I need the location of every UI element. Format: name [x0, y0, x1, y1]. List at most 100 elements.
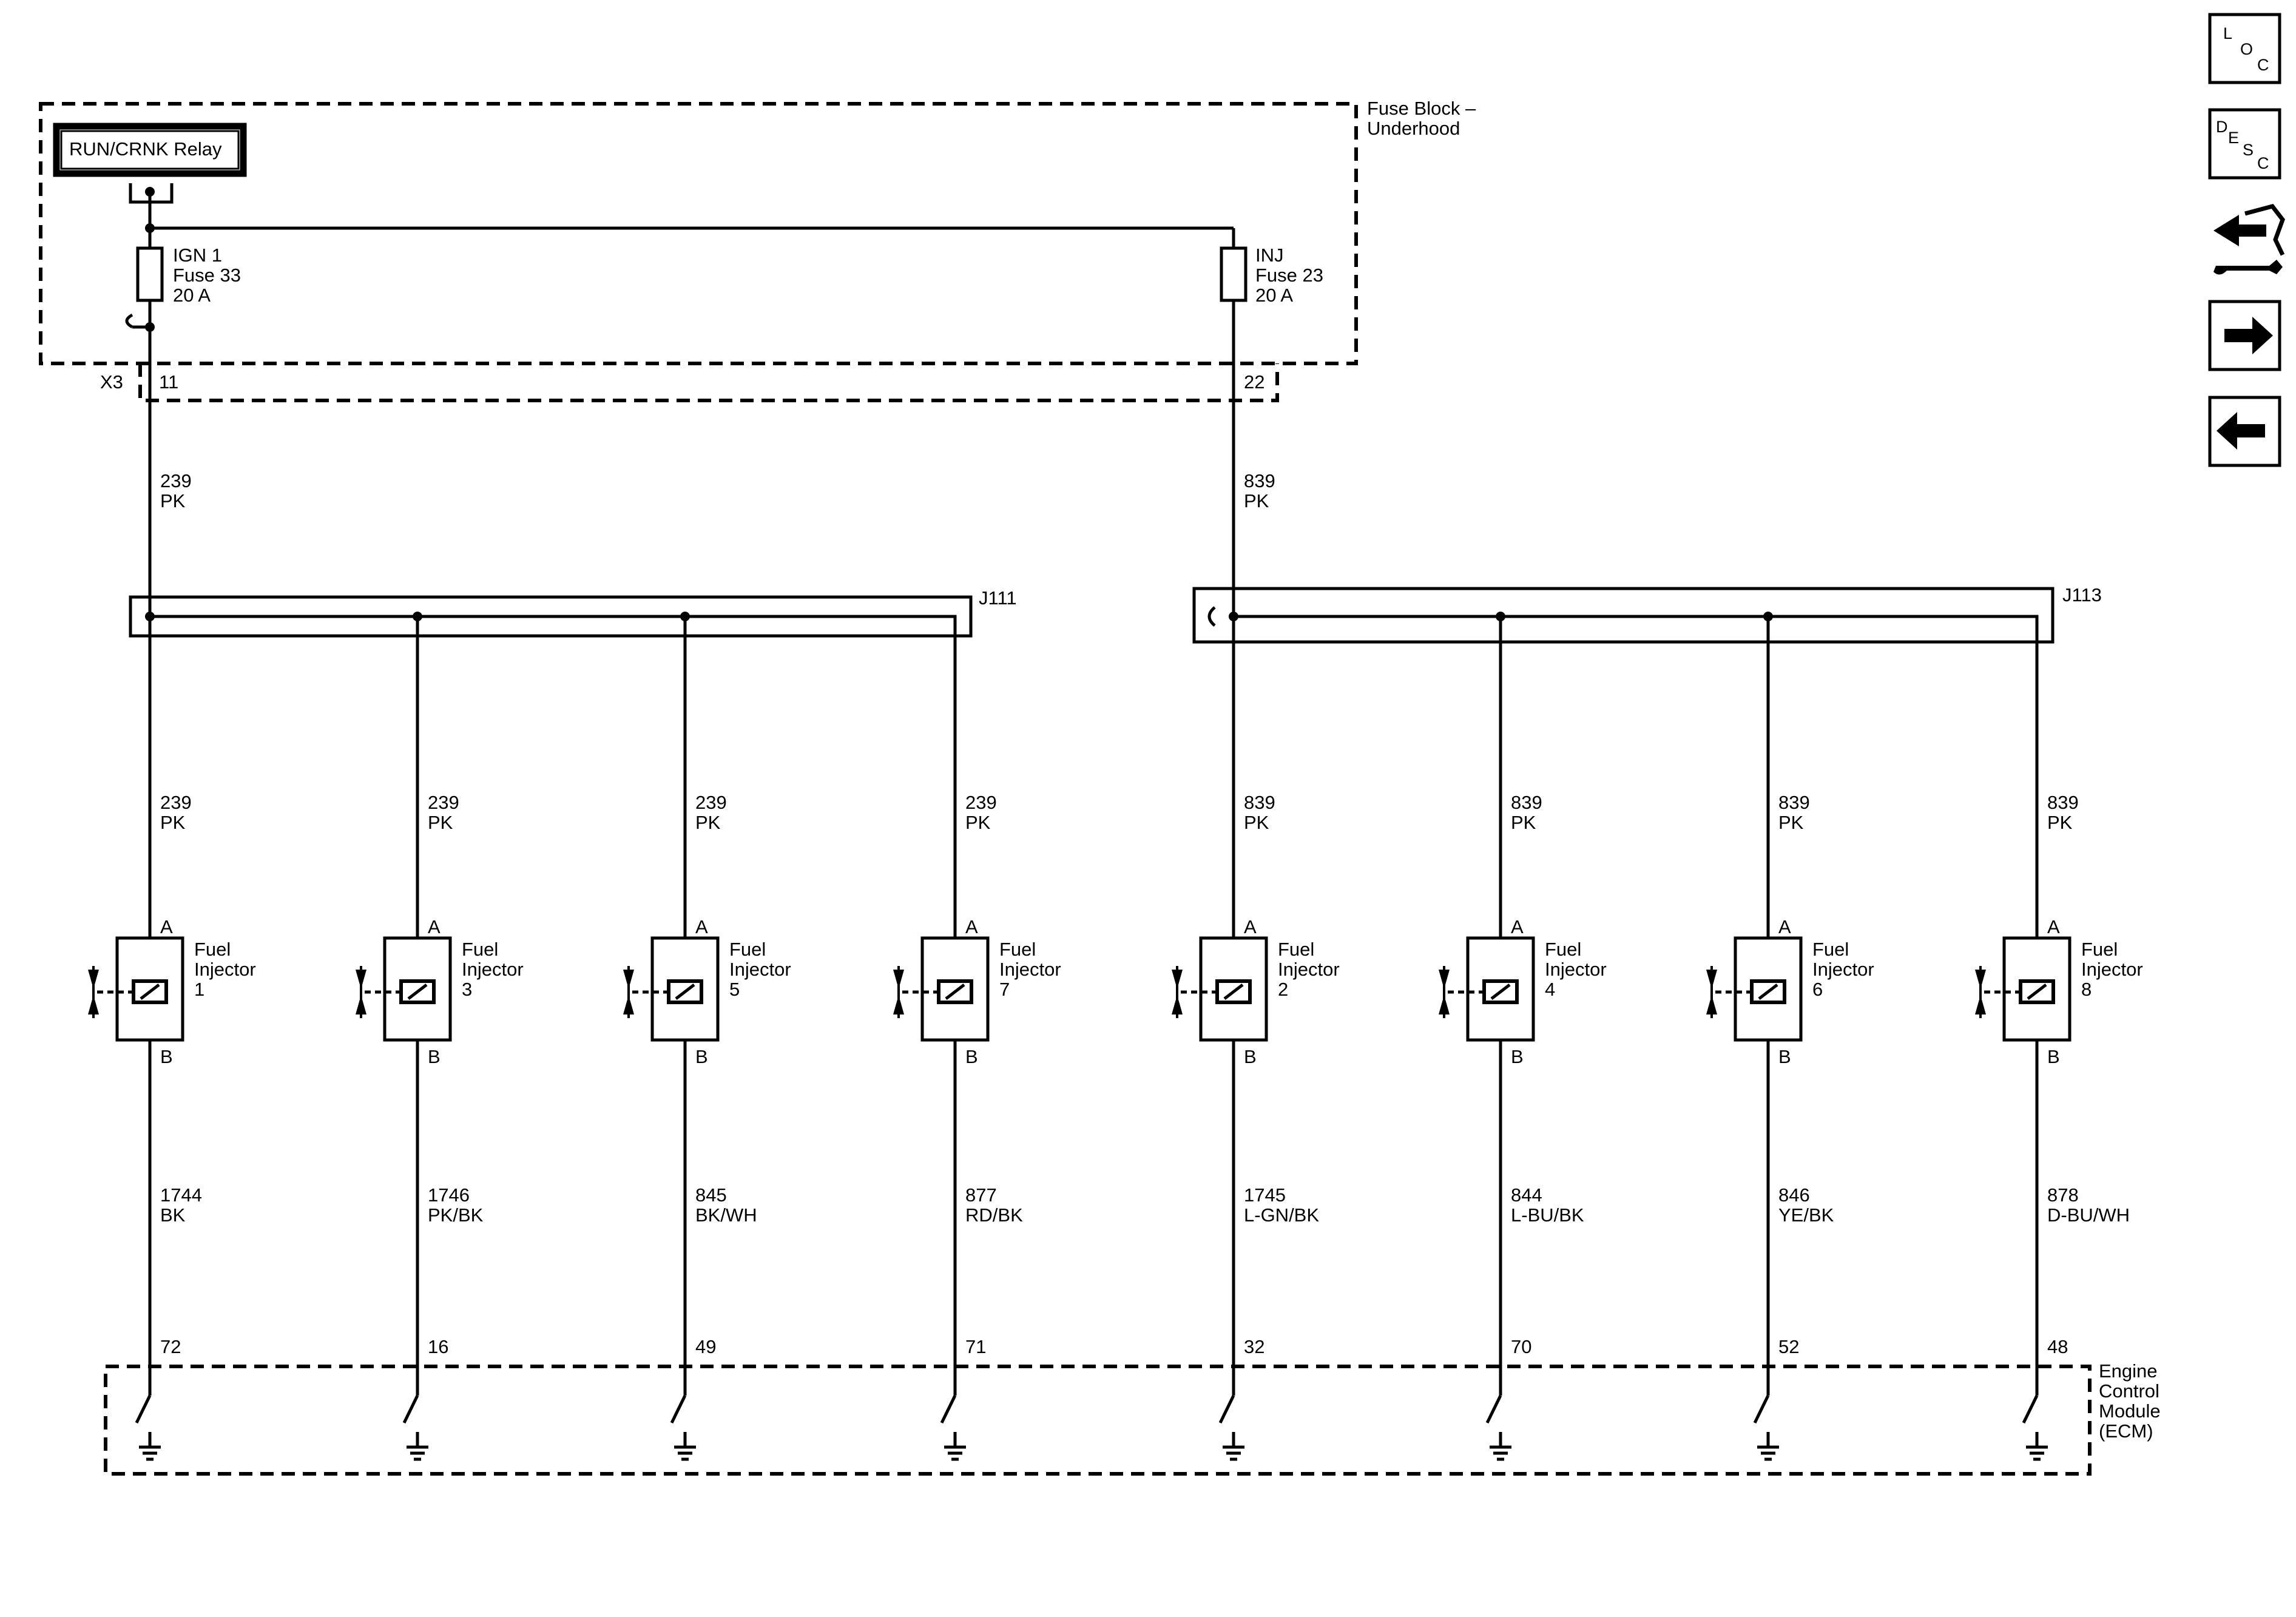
ecm-pin-number: 32: [1244, 1336, 1264, 1357]
control-circuit-number: 1746: [428, 1184, 470, 1206]
feed-circuit-number: 839: [1778, 792, 1810, 813]
circuit-239-color: PK: [160, 490, 186, 511]
injector-coil-slash: [2027, 984, 2047, 1000]
ecm-pin-number: 71: [965, 1336, 986, 1357]
feed-circuit-color: PK: [695, 812, 721, 833]
injector-pin-b: B: [1511, 1046, 1524, 1067]
loc-icon[interactable]: L O C: [2208, 13, 2281, 84]
injector-pin-a: A: [428, 916, 441, 937]
ecm-driver-switch: [940, 1394, 957, 1424]
ecm-driver-switch: [670, 1394, 687, 1424]
circuit-839-color: PK: [1244, 490, 1269, 511]
fuel-injector-label: Injector: [1812, 959, 1874, 980]
ecm-label: (ECM): [2099, 1420, 2153, 1442]
fuel-injector-number: 8: [2081, 979, 2092, 1000]
fuel-injector-label: Fuel: [1812, 939, 1849, 960]
ecm-pin-number: 70: [1511, 1336, 1531, 1357]
injector-coil-slash: [945, 984, 965, 1000]
injector-coil-slash: [1223, 984, 1244, 1000]
control-circuit-color: L-BU/BK: [1511, 1204, 1584, 1226]
splice-j113-label: J113: [2062, 584, 2102, 606]
injector-pin-a: A: [1244, 916, 1257, 937]
circuit-239-number: 239: [160, 470, 192, 491]
connector-bridge-symbol: [1207, 606, 1216, 627]
next-arrow-icon[interactable]: [2208, 300, 2281, 371]
injector-pin-a: A: [965, 916, 978, 937]
injector-pin-a: A: [1778, 916, 1791, 937]
x3-pin-22: 22: [1244, 371, 1264, 393]
ecm-pin-number: 16: [428, 1336, 448, 1357]
ecm-label: Engine: [2099, 1360, 2158, 1382]
fuel-injector-number: 7: [999, 979, 1010, 1000]
ecm-driver-switch: [1753, 1394, 1770, 1424]
connector-bridge-symbol: [125, 313, 150, 329]
splice-j113-bus: [1234, 615, 2039, 642]
feed-circuit-color: PK: [160, 812, 186, 833]
svg-text:O: O: [2240, 40, 2253, 58]
control-circuit-number: 844: [1511, 1184, 1542, 1206]
injector-pin-b: B: [428, 1046, 441, 1067]
x3-connector-label: X3: [100, 371, 123, 393]
fuel-injector-number: 3: [462, 979, 472, 1000]
ecm-pin-number: 49: [695, 1336, 716, 1357]
fuel-injector-label: Injector: [729, 959, 791, 980]
previous-arrow-icon[interactable]: [2208, 396, 2281, 467]
x3-connector-outline: [138, 363, 1279, 402]
fuel-injector-number: 1: [194, 979, 204, 1000]
control-circuit-number: 846: [1778, 1184, 1810, 1206]
splice-j111-label: J111: [979, 587, 1017, 609]
injector-columns: 239PKAFuelInjector1B1744BK72239PKAFuelIn…: [88, 616, 2143, 1461]
control-circuit-number: 877: [965, 1184, 997, 1206]
fuel-injector-number: 4: [1545, 979, 1555, 1000]
feed-circuit-number: 839: [1244, 792, 1275, 813]
fuse-23-name: INJ: [1255, 245, 1284, 266]
splice-j111-box: [129, 595, 973, 638]
injector-pin-a: A: [160, 916, 173, 937]
feed-circuit-number: 239: [160, 792, 192, 813]
desc-icon[interactable]: D E S C: [2208, 108, 2281, 180]
feed-circuit-color: PK: [1244, 812, 1269, 833]
run-crnk-relay-box: [53, 123, 247, 177]
feed-circuit-number: 839: [2047, 792, 2079, 813]
fuel-injector-label: Fuel: [194, 939, 231, 960]
feed-circuit-number: 239: [695, 792, 727, 813]
fuel-injector-label: Fuel: [1545, 939, 1581, 960]
feed-circuit-color: PK: [1778, 812, 1804, 833]
fuse-33-number: Fuse 33: [173, 265, 241, 286]
injector-coil-slash: [675, 984, 695, 1000]
feed-circuit-color: PK: [2047, 812, 2073, 833]
ecm-label: Module: [2099, 1400, 2161, 1422]
control-circuit-number: 1744: [160, 1184, 202, 1206]
svg-text:E: E: [2228, 129, 2239, 147]
control-circuit-number: 845: [695, 1184, 727, 1206]
injector-coil: [1750, 979, 1786, 1004]
fuse-33-rating: 20 A: [173, 285, 211, 306]
control-circuit-number: 878: [2047, 1184, 2079, 1206]
fuse-23-symbol: [1220, 246, 1248, 302]
control-circuit-color: L-GN/BK: [1244, 1204, 1319, 1226]
splice-j111-bus: [150, 615, 957, 636]
feed-circuit-number: 839: [1511, 792, 1542, 813]
fuel-injector-label: Fuel: [1278, 939, 1314, 960]
splice-dot: [145, 187, 155, 197]
feed-circuit-number: 239: [965, 792, 997, 813]
fuse-block-label: Underhood: [1367, 118, 1460, 139]
ecm-pin-number: 48: [2047, 1336, 2068, 1357]
control-circuit-number: 1745: [1244, 1184, 1286, 1206]
injector-pin-b: B: [695, 1046, 708, 1067]
fuse-33-name: IGN 1: [173, 245, 222, 266]
fuel-injector-number: 6: [1812, 979, 1823, 1000]
run-crnk-relay-label: RUN/CRNK Relay: [69, 138, 222, 160]
injector-coil-slash: [407, 984, 428, 1000]
feed-circuit-color: PK: [428, 812, 453, 833]
injector-pin-a: A: [695, 916, 708, 937]
fuel-injector-label: Injector: [1278, 959, 1340, 980]
feed-circuit-number: 239: [428, 792, 459, 813]
feed-circuit-color: PK: [1511, 812, 1536, 833]
connector-repair-icon[interactable]: [2213, 204, 2285, 275]
svg-text:C: C: [2257, 154, 2269, 172]
svg-text:L: L: [2223, 24, 2232, 42]
fuel-injector-label: Injector: [2081, 959, 2143, 980]
control-circuit-color: RD/BK: [965, 1204, 1023, 1226]
